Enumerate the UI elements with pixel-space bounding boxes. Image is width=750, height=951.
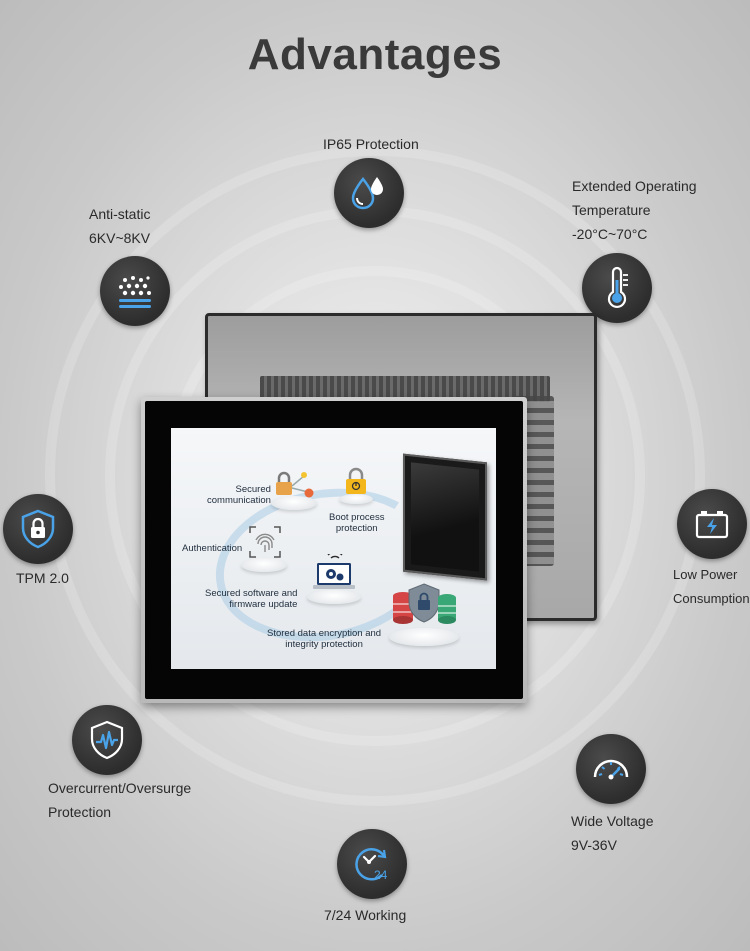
feature-text-line: Anti-static: [89, 206, 151, 222]
screen-text-line: Secured: [235, 484, 271, 495]
screen-text-line: protection: [335, 523, 378, 534]
working-24-7-label: 7/24 Working: [324, 903, 406, 927]
gauge-icon: [593, 759, 629, 780]
feature-text-line: 7/24 Working: [324, 907, 407, 923]
feature-text-line: Consumption: [673, 591, 750, 606]
temperature-icon-badge: [582, 253, 652, 323]
wide-voltage-icon-badge: [576, 734, 646, 804]
feature-text-line: 6KV~8KV: [89, 230, 151, 246]
boot-process-label: Boot process protection: [329, 512, 384, 534]
screen-text-line: communication: [207, 495, 271, 506]
feature-text-line: Wide Voltage: [571, 813, 654, 829]
feature-text-line: Protection: [48, 804, 112, 820]
background-ring: [45, 145, 705, 806]
device-screen: Secured communication Boot pro: [171, 428, 496, 669]
pedestal: [241, 558, 287, 572]
screen-text-line: Authentication: [182, 543, 243, 554]
feature-text-line: Extended Operating: [572, 178, 697, 194]
ip65-icon-badge: [334, 158, 404, 228]
authentication-label: Authentication: [182, 543, 242, 554]
overcurrent-label: Overcurrent/Oversurge Protection: [48, 776, 191, 824]
shield-wave-icon: [90, 720, 124, 760]
padlock-network-icon: [276, 471, 314, 498]
screen-text-line: Stored data encryption and: [267, 628, 382, 639]
stored-data-label: Stored data encryption and integrity pro…: [267, 628, 381, 650]
pedestal: [271, 496, 317, 510]
water-drops-icon: [351, 177, 383, 210]
temperature-label: Extended Operating Temperature -20°C~70°…: [572, 174, 697, 246]
feature-text-line: IP65 Protection: [323, 136, 419, 152]
tpm-icon-badge: [3, 494, 73, 564]
clock-24-badge: 24: [374, 868, 388, 882]
database-shield-icon: [393, 583, 456, 624]
feature-text-line: Temperature: [572, 202, 651, 218]
device-front-frame: Secured communication Boot pro: [141, 397, 527, 703]
low-power-icon-badge: [677, 489, 747, 559]
feature-text-line: TPM 2.0: [16, 570, 69, 586]
pedestal: [389, 628, 459, 646]
shield-lock-icon: [21, 509, 55, 549]
mini-panel-pc-screen: [411, 462, 479, 572]
feature-text-line: Overcurrent/Oversurge: [48, 780, 192, 796]
feature-text-line: 9V-36V: [571, 837, 617, 853]
working-24-7-icon-badge: 24: [337, 829, 407, 899]
boot-lock-icon: [346, 467, 366, 494]
wide-voltage-label: Wide Voltage 9V-36V: [571, 809, 654, 857]
thermometer-icon: [607, 266, 628, 309]
secured-software-label: Secured software and firmware update: [205, 588, 297, 610]
static-dots-icon: [119, 276, 151, 308]
screen-text-line: Secured software and: [205, 588, 298, 599]
screen-text-line: firmware update: [229, 599, 298, 610]
pedestal: [339, 494, 373, 504]
clock-24-icon: 24: [355, 848, 388, 882]
low-power-label: Low Power Consumption: [673, 563, 750, 611]
screen-text-line: integrity protection: [285, 639, 363, 650]
secured-communication-label: Secured communication: [207, 484, 271, 506]
device-bezel: Secured communication Boot pro: [145, 401, 523, 699]
battery-icon: [695, 511, 729, 539]
feature-text-line: -20°C~70°C: [572, 226, 648, 242]
anti-static-label: Anti-static 6KV~8KV: [89, 202, 150, 250]
pedestal: [307, 590, 361, 604]
ip65-label: IP65 Protection: [323, 132, 419, 156]
feature-text-line: Low Power: [673, 567, 738, 582]
fingerprint-icon: [249, 526, 281, 558]
page-title: Advantages: [247, 30, 503, 79]
laptop-gear-icon: [313, 554, 355, 589]
screen-text-line: Boot process: [329, 512, 385, 523]
overcurrent-icon-badge: [72, 705, 142, 775]
mini-panel-pc-image: [403, 453, 487, 581]
tpm-label: TPM 2.0: [16, 566, 69, 590]
anti-static-icon-badge: [100, 256, 170, 326]
